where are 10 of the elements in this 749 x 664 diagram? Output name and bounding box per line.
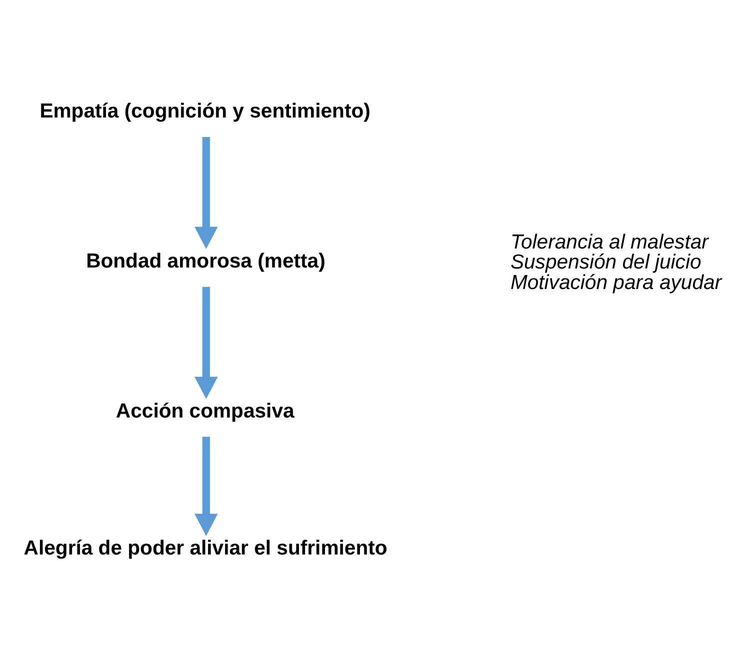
label: Suspensión del juicio (510, 251, 702, 274)
node-text: Alegría de poder aliviar el sufrimiento (24, 537, 388, 560)
node-text: Acción compasiva (116, 400, 294, 422)
arrow (194, 136, 218, 248)
node-text: Empatía (cognición y sentimiento) (40, 100, 370, 122)
arrow (194, 286, 218, 398)
label: Tolerancia al malestar (510, 230, 708, 253)
label: Motivación para ayudar (510, 272, 722, 294)
node-text: Bondad amorosa (metta) (86, 250, 326, 272)
arrow (194, 436, 218, 536)
